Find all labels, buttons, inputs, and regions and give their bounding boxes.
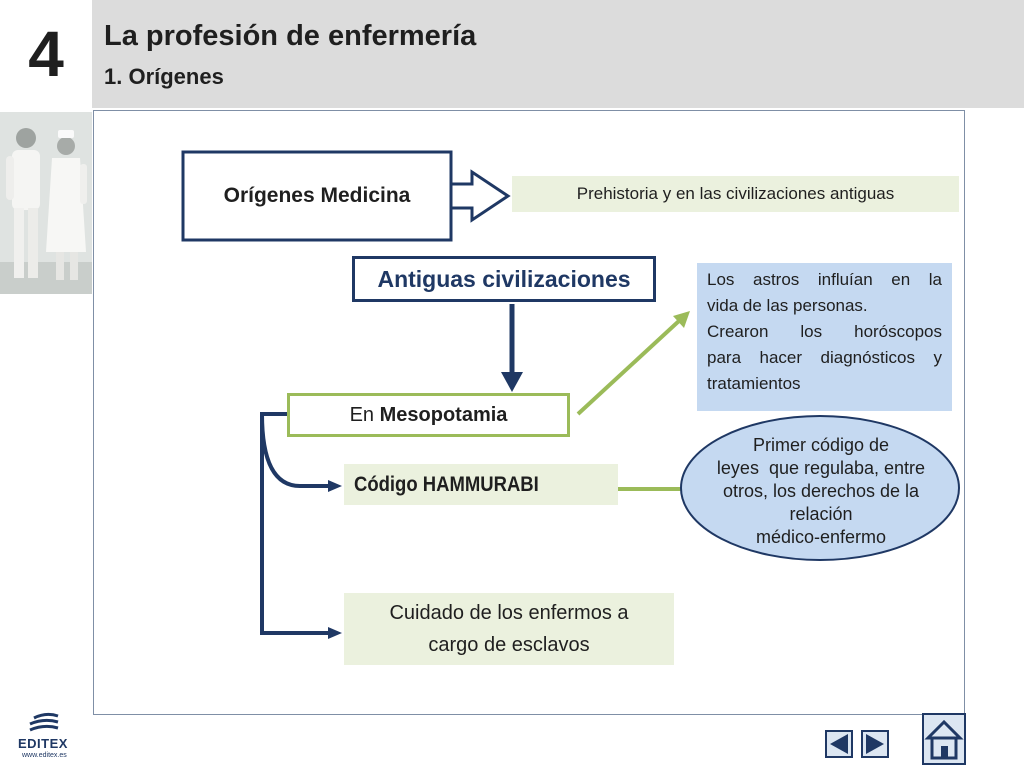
astros-line: Los astros influían en la xyxy=(707,270,942,289)
next-arrow-icon xyxy=(866,734,884,754)
cuidado-line: Cuidado de los enfermos a xyxy=(389,602,629,624)
chapter-number: 4 xyxy=(28,18,64,90)
green-arrow-line xyxy=(576,318,682,416)
down-arrow-head xyxy=(501,372,523,392)
hammurabi-box: Código HAMMURABI xyxy=(344,464,618,505)
astros-line: Crearon los horóscopos xyxy=(707,322,942,341)
codigo-line: otros, los derechos de la xyxy=(722,480,920,501)
page-title: La profesión de enfermería xyxy=(104,20,477,52)
nurses-photo xyxy=(0,112,92,294)
codigo-line: médico-enfermo xyxy=(755,526,887,547)
home-button[interactable] xyxy=(922,713,966,765)
hammurabi-connector xyxy=(260,413,330,488)
page-subtitle: 1. Orígenes xyxy=(104,64,224,89)
codigo-line: Primer código de xyxy=(752,434,890,455)
bracket-arrow-head-bottom xyxy=(328,627,342,639)
home-icon xyxy=(924,719,964,760)
codigo-line: leyes que regulaba, entre xyxy=(716,457,926,478)
editex-logo-mark xyxy=(29,712,59,732)
codigo-ellipse xyxy=(680,415,960,561)
header-band xyxy=(92,0,1024,108)
astros-line: para hacer diagnósticos y xyxy=(707,348,942,367)
cuidado-box: Cuidado de los enfermos a cargo de escla… xyxy=(344,593,674,665)
codigo-line: relación xyxy=(789,503,853,524)
editex-logo-text: EDITEX xyxy=(18,736,68,751)
block-arrow xyxy=(449,169,511,223)
next-button[interactable] xyxy=(861,730,889,758)
bracket-arrow-head-mid xyxy=(328,480,342,492)
codigo-text: Primer código de leyes que regulaba, ent… xyxy=(684,422,958,560)
origenes-medicina-label: Orígenes Medicina xyxy=(223,184,411,207)
previous-button[interactable] xyxy=(825,730,853,758)
bracket-connector xyxy=(260,412,330,635)
mesopotamia-prefix: En xyxy=(349,403,380,426)
previous-arrow-icon xyxy=(830,734,848,754)
origenes-medicina-box xyxy=(181,150,453,242)
antiguas-civilizaciones-box: Antiguas civilizaciones xyxy=(352,256,656,302)
mesopotamia-box: En Mesopotamia xyxy=(287,393,570,437)
green-arrow-head xyxy=(673,311,690,328)
astros-line: vida de las personas. xyxy=(707,296,868,315)
editex-logo-url: www.editex.es xyxy=(22,752,67,759)
astros-line: tratamientos xyxy=(707,374,801,393)
prehistoria-box: Prehistoria y en las civilizaciones anti… xyxy=(512,176,959,212)
mesopotamia-bold: Mesopotamia xyxy=(379,403,508,426)
cuidado-line: cargo de esclavos xyxy=(428,634,590,656)
hammurabi-label: Código HAMMURABI xyxy=(354,472,539,496)
astros-box: Los astros influían en la vida de las pe… xyxy=(697,263,952,411)
